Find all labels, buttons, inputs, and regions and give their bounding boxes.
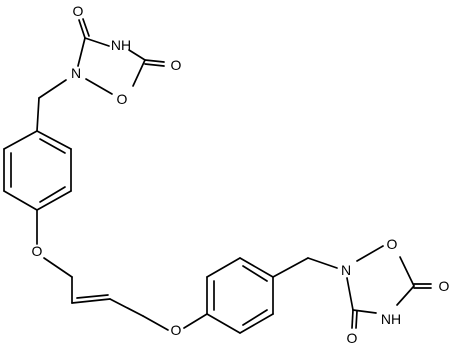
bond <box>239 313 274 334</box>
bond <box>183 313 208 329</box>
atom-label-o: O <box>171 57 182 73</box>
bond <box>43 257 73 278</box>
bond <box>242 309 268 326</box>
atom-label-o: O <box>347 330 358 346</box>
bond <box>3 190 38 211</box>
bond <box>206 257 241 278</box>
bond <box>132 59 146 87</box>
atom-label-o: O <box>73 3 84 19</box>
bond <box>82 18 90 37</box>
bond <box>71 298 111 304</box>
bond <box>39 138 66 154</box>
bond <box>272 257 309 278</box>
bond <box>142 315 169 331</box>
atom-label-o: O <box>117 91 128 107</box>
atom-label-o: O <box>32 243 43 259</box>
atom-label-o: O <box>171 322 182 338</box>
bond <box>85 78 113 95</box>
bond <box>36 130 72 150</box>
bond <box>242 265 268 282</box>
atom-label-nh: NH <box>111 37 131 53</box>
bonds <box>3 18 432 334</box>
bond <box>39 186 66 203</box>
bond <box>307 257 338 269</box>
atom-labels: O NH O N O O O N O O NH O <box>32 3 450 346</box>
bond <box>128 49 146 61</box>
atom-label-o: O <box>439 278 450 294</box>
bond <box>396 285 415 306</box>
bond <box>356 245 384 262</box>
atom-label-n: N <box>71 65 81 81</box>
bond <box>3 130 38 150</box>
bond <box>76 294 109 299</box>
atom-label-o: O <box>387 236 398 252</box>
bond <box>399 256 415 287</box>
bond <box>36 97 40 132</box>
bond <box>84 37 110 47</box>
atom-label-n: N <box>341 262 351 278</box>
bond <box>144 59 165 63</box>
bond <box>239 257 274 278</box>
bond <box>346 277 354 311</box>
atom-label-nh: NH <box>381 311 401 327</box>
bond <box>36 190 72 211</box>
bond <box>144 63 165 67</box>
bond <box>206 313 241 334</box>
bond <box>38 79 67 99</box>
bond <box>77 37 86 67</box>
bond <box>78 19 86 39</box>
bond <box>351 309 354 329</box>
bond <box>355 310 358 329</box>
bond <box>109 298 144 317</box>
